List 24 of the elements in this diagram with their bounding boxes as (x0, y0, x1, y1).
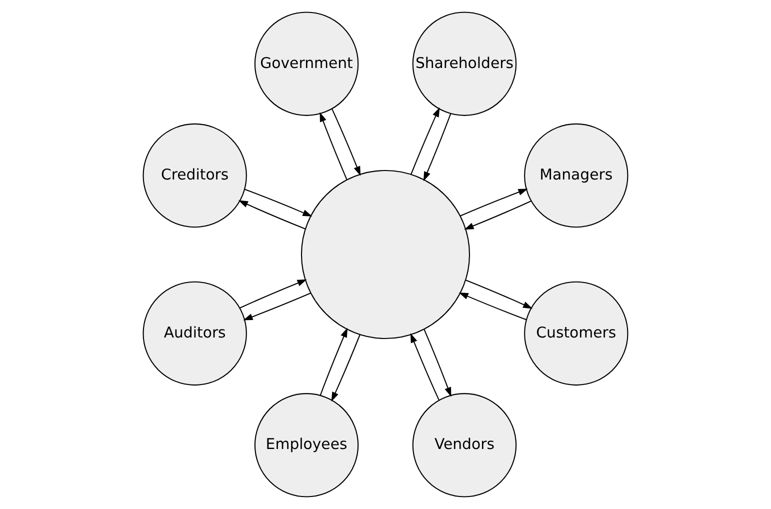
arrow (320, 112, 348, 180)
arrow (238, 200, 306, 230)
arrow (331, 334, 360, 402)
arrow (244, 188, 312, 217)
arrow (320, 328, 348, 396)
node-circle: Shareholders (412, 12, 517, 116)
arrow (240, 279, 307, 308)
arrow (423, 114, 452, 182)
node-circle: Customers (524, 281, 628, 386)
arrow (458, 292, 526, 320)
arrow (464, 200, 532, 230)
node-circle: Auditors (142, 281, 247, 386)
arrow (243, 292, 311, 320)
arrow (460, 188, 528, 216)
arrow (410, 333, 440, 400)
node-circle: Managers (524, 123, 628, 228)
arrow (466, 280, 533, 309)
arrow (332, 108, 361, 176)
arrow (424, 329, 452, 397)
node-circle: Creditors (142, 123, 247, 228)
arrow (410, 107, 440, 174)
node-circle: Employees (254, 393, 359, 498)
node-circle: Government (254, 12, 359, 116)
node-circle: Vendors (412, 393, 517, 498)
